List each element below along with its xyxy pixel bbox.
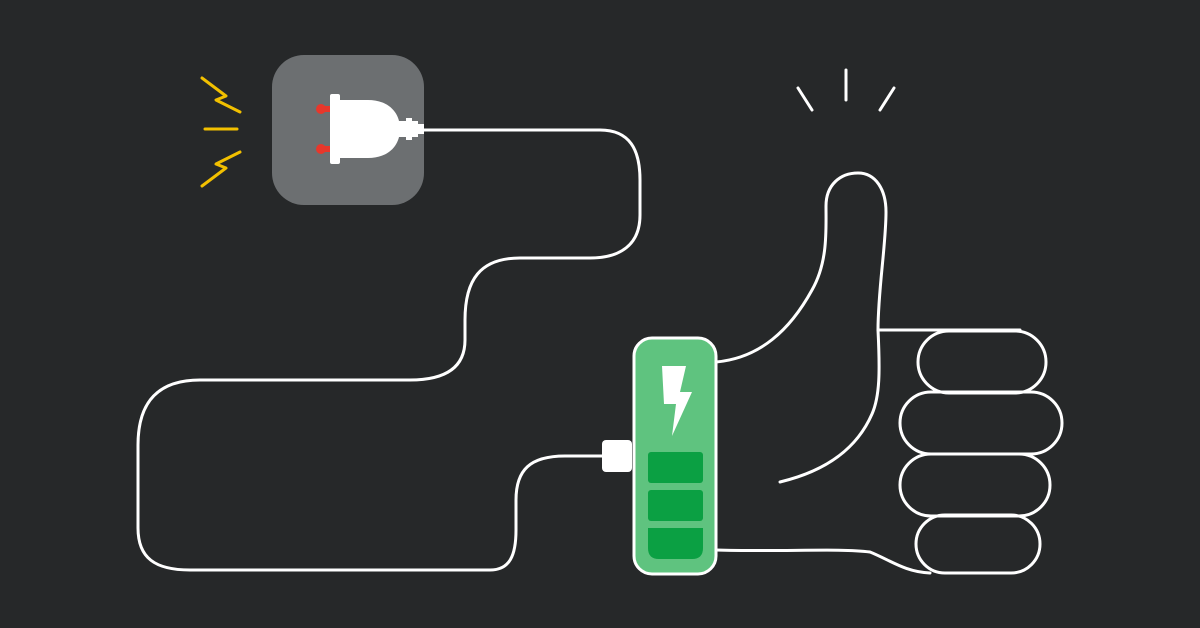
power-cable bbox=[136, 128, 642, 572]
spark-icon bbox=[200, 76, 242, 188]
thumbs-up-hand bbox=[714, 171, 1064, 575]
battery-icon bbox=[632, 336, 718, 576]
plug-icon bbox=[272, 55, 424, 205]
battery-cell bbox=[648, 490, 703, 521]
lightning-bolt-icon bbox=[662, 366, 692, 436]
approval-rays bbox=[796, 68, 896, 112]
battery-connector bbox=[602, 440, 632, 472]
battery-cell bbox=[648, 452, 703, 483]
battery-cell bbox=[648, 528, 703, 559]
